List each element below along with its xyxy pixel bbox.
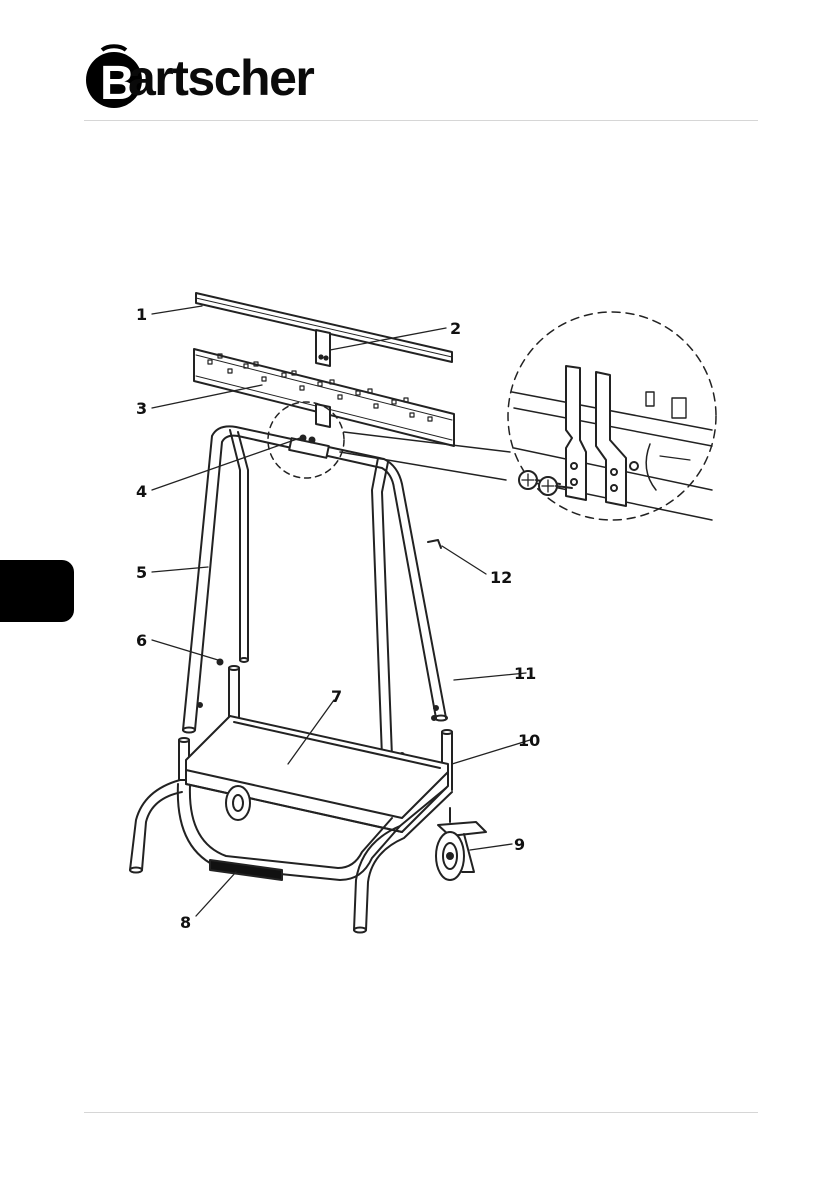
callout-2: 2: [450, 319, 461, 338]
callout-9: 9: [514, 835, 525, 854]
part-lower-base: [130, 666, 486, 933]
callout-6: 6: [136, 631, 147, 650]
callout-7: 7: [331, 687, 342, 706]
callout-8: 8: [180, 913, 191, 932]
callout-11: 11: [514, 664, 536, 683]
part-top-rail: [196, 293, 452, 366]
detail-zoom: [268, 312, 716, 520]
callout-5: 5: [136, 563, 147, 582]
callout-4: 4: [136, 482, 147, 501]
callout-12: 12: [490, 568, 512, 587]
callout-1: 1: [136, 305, 147, 324]
callout-3: 3: [136, 399, 147, 418]
callout-10: 10: [518, 731, 540, 750]
